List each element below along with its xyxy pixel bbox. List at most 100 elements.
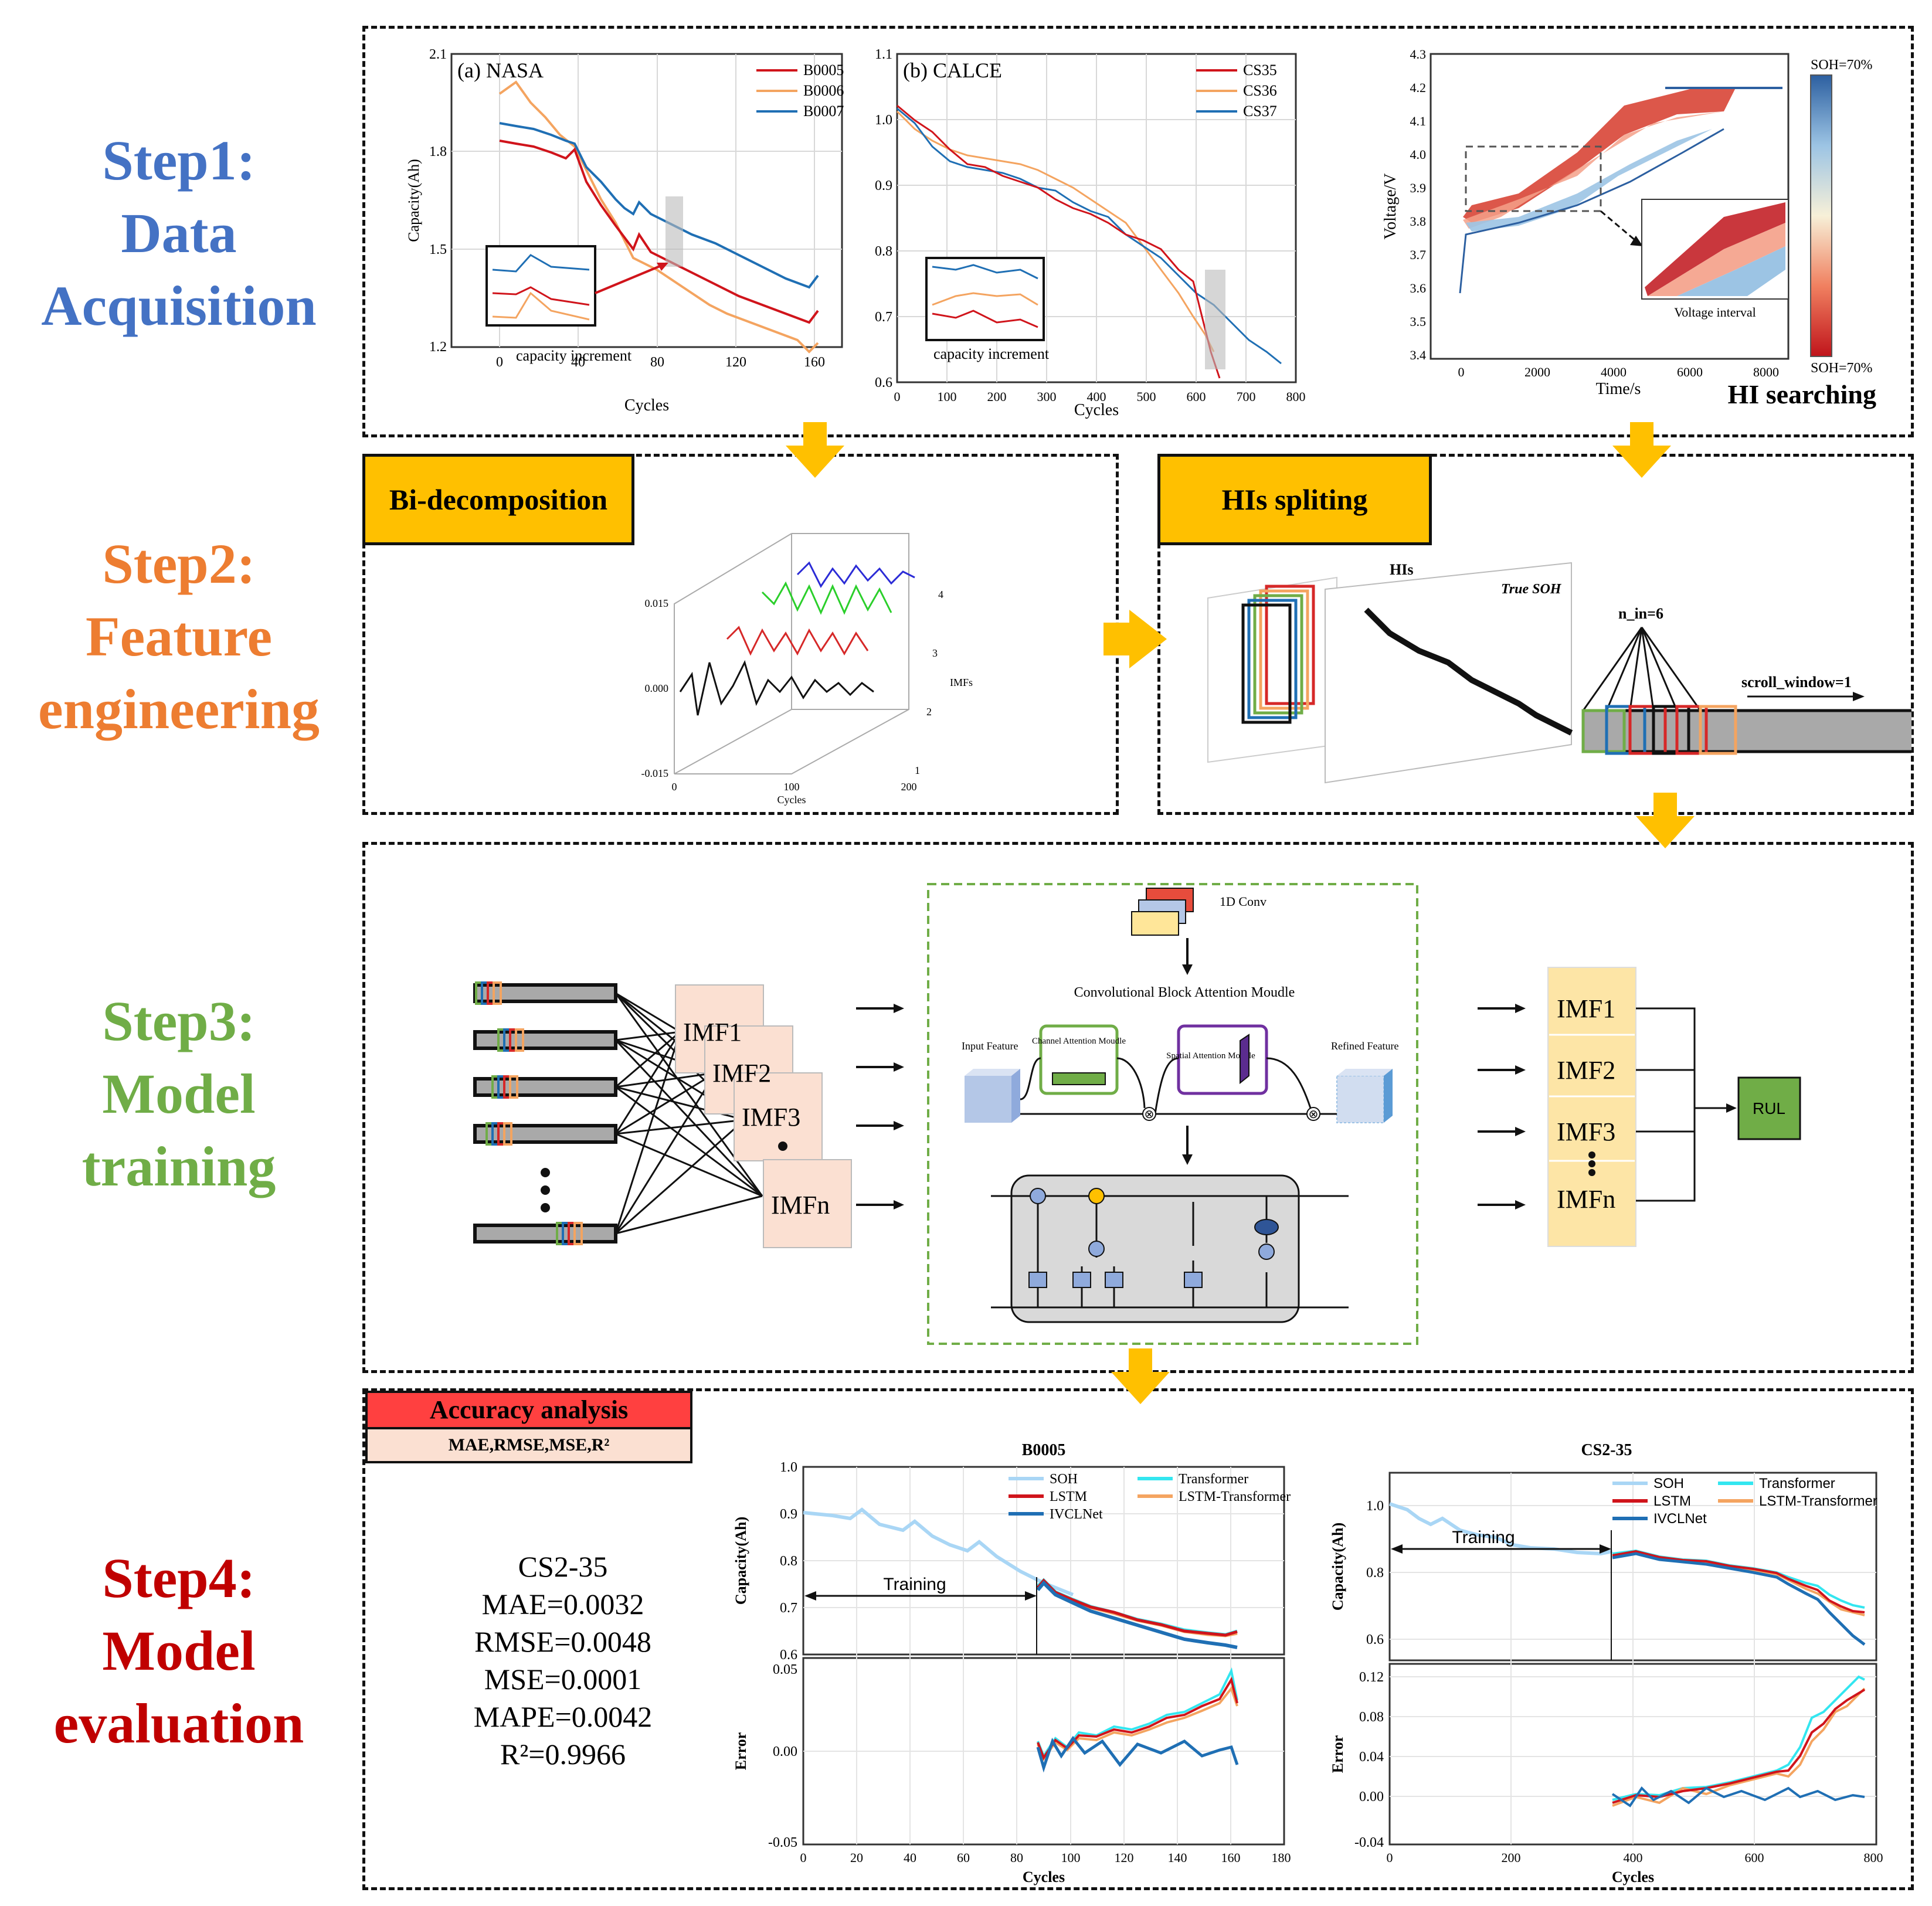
svg-text:0.7: 0.7 (875, 310, 892, 325)
imf-x-label: Cycles (777, 794, 806, 806)
calce-capacity-chart: (b) CALCE CS35 CS36 CS37 1.1 1.0 0.9 0.8… (875, 47, 1306, 419)
metric-mape: MAPE=0.0042 (473, 1700, 653, 1733)
cbam-title: Convolutional Block Attention Moudle (1074, 985, 1295, 1000)
y-axis-label-bottom: Error (1329, 1735, 1346, 1774)
highlight-region (1205, 270, 1225, 369)
svg-text:1.2: 1.2 (429, 339, 447, 355)
svg-text:0.6: 0.6 (1366, 1632, 1384, 1647)
svg-text:180: 180 (1272, 1850, 1291, 1865)
ivclnet-error (1611, 1786, 1865, 1808)
svg-text:0.7: 0.7 (780, 1601, 797, 1616)
svg-text:140: 140 (1168, 1850, 1187, 1865)
training-label: Training (883, 1575, 946, 1594)
lstm-transformer-error (1612, 1687, 1866, 1807)
legend-label: IVCLNet (1653, 1511, 1707, 1527)
down-arrow-icon (1636, 793, 1695, 848)
svg-text:IMF2: IMF2 (712, 1059, 771, 1088)
imf1-curve (679, 660, 874, 716)
voltage-inset (1641, 199, 1789, 300)
legend: B0005 B0006 B0007 (756, 62, 844, 120)
svg-text:4.0: 4.0 (1410, 147, 1427, 162)
zoom-arrow (1600, 210, 1639, 244)
yellow-arrow-icons (786, 422, 1695, 1404)
inset-box (485, 245, 668, 327)
inset-box (925, 257, 1045, 341)
legend-label: LSTM-Transformer (1759, 1493, 1877, 1509)
legend-label: IVCLNet (1050, 1507, 1103, 1522)
lstm-error (1037, 1676, 1238, 1761)
nasa-capacity-chart: (a) NASA B0005 B0006 B0007 2.1 1.8 1.5 1… (405, 47, 844, 415)
ivclnet-series (1036, 1580, 1238, 1649)
svg-text:0.9: 0.9 (780, 1507, 797, 1522)
imf-3d-plot: 0.015 0.000 -0.015 0 100 200 1 2 3 4 Cyc… (641, 533, 973, 806)
legend-label: B0007 (803, 103, 844, 120)
multiply-icons: ⊗ ⊗ (1142, 1107, 1320, 1121)
x-axis-label: Cycles (1074, 401, 1119, 419)
imf-to-model-arrows (856, 1004, 904, 1209)
svg-text:0.6: 0.6 (875, 375, 892, 390)
svg-text:0.8: 0.8 (780, 1554, 797, 1569)
y-axis-label: Capacity(Ah) (405, 159, 422, 242)
imf3-curve (761, 581, 892, 615)
spatial-bar (1240, 1034, 1249, 1085)
metric-dataset: CS2-35 (518, 1550, 608, 1583)
imf-card-labels: IMF1 IMF2 IMF3 IMFn (683, 1018, 830, 1219)
metric-mse: MSE=0.0001 (484, 1663, 642, 1696)
lstm-series (1612, 1550, 1865, 1613)
svg-text:0: 0 (800, 1850, 807, 1865)
imf2-curve (726, 626, 869, 656)
svg-text:0: 0 (672, 781, 677, 793)
soh-series (1389, 1502, 1613, 1556)
arrow-heads (894, 1004, 904, 1209)
svg-text:100: 100 (1061, 1850, 1081, 1865)
legend-label: Transformer (1759, 1476, 1835, 1491)
legend-label: B0006 (803, 82, 844, 99)
y-ticks: 1.1 1.0 0.9 0.8 0.7 0.6 (875, 47, 892, 390)
fully-connected-lines (614, 992, 763, 1235)
svg-text:160: 160 (1221, 1850, 1241, 1865)
sequence-bar (1581, 709, 1911, 753)
svg-text:200: 200 (1502, 1850, 1521, 1865)
legend-label: CS35 (1243, 62, 1277, 79)
vertical-ellipsis (541, 1168, 550, 1212)
highlight-region (665, 196, 683, 267)
b0007-series (499, 122, 819, 289)
channel-bar (1052, 1072, 1106, 1085)
svg-text:0.04: 0.04 (1359, 1749, 1384, 1765)
arrow-lines (1478, 1007, 1519, 1206)
y-ticks-top: 1.0 0.9 0.8 0.7 0.6 (780, 1460, 797, 1663)
svg-text:3.9: 3.9 (1410, 181, 1427, 195)
svg-text:⊗: ⊗ (1309, 1108, 1319, 1121)
svg-text:60: 60 (957, 1850, 970, 1865)
legend: CS35 CS36 CS37 (1196, 62, 1277, 120)
step3-label: Step3: Model training (82, 990, 276, 1198)
b0005-prediction-chart: B0005 Training SOH Transformer LSTM LSTM… (732, 1441, 1291, 1885)
cs35-series (897, 104, 1221, 379)
svg-text:4.2: 4.2 (1410, 80, 1427, 95)
svg-text:1.5: 1.5 (429, 242, 447, 257)
y-ticks: 2.1 1.8 1.5 1.2 (429, 47, 447, 355)
grid (803, 1467, 1284, 1844)
svg-text:20: 20 (850, 1850, 863, 1865)
svg-text:600: 600 (1745, 1850, 1764, 1865)
svg-text:0.05: 0.05 (773, 1662, 797, 1677)
svg-text:0.6: 0.6 (780, 1647, 797, 1663)
svg-text:IMFn: IMFn (771, 1191, 830, 1219)
merge-lines (1636, 1007, 1730, 1202)
input-feature-label: Input Feature (962, 1040, 1018, 1052)
svg-text:200: 200 (901, 781, 917, 793)
legend-label: Transformer (1179, 1472, 1248, 1487)
svg-text:IMF1: IMF1 (1557, 994, 1615, 1023)
svg-text:40: 40 (904, 1850, 916, 1865)
x-axis-label: Cycles (624, 396, 669, 415)
y-ticks-top: 1.0 0.8 0.6 (1366, 1499, 1384, 1647)
colorbar (1810, 74, 1832, 357)
svg-text:1.1: 1.1 (875, 47, 892, 62)
output-ellipsis (1588, 1151, 1595, 1176)
svg-text:120: 120 (725, 355, 746, 370)
svg-text:0.000: 0.000 (645, 682, 669, 694)
legend-label: LSTM (1653, 1493, 1691, 1509)
bar-window-marks (475, 981, 583, 1245)
true-soh-text: True SOH (1501, 582, 1562, 597)
svg-text:800: 800 (1286, 389, 1306, 404)
